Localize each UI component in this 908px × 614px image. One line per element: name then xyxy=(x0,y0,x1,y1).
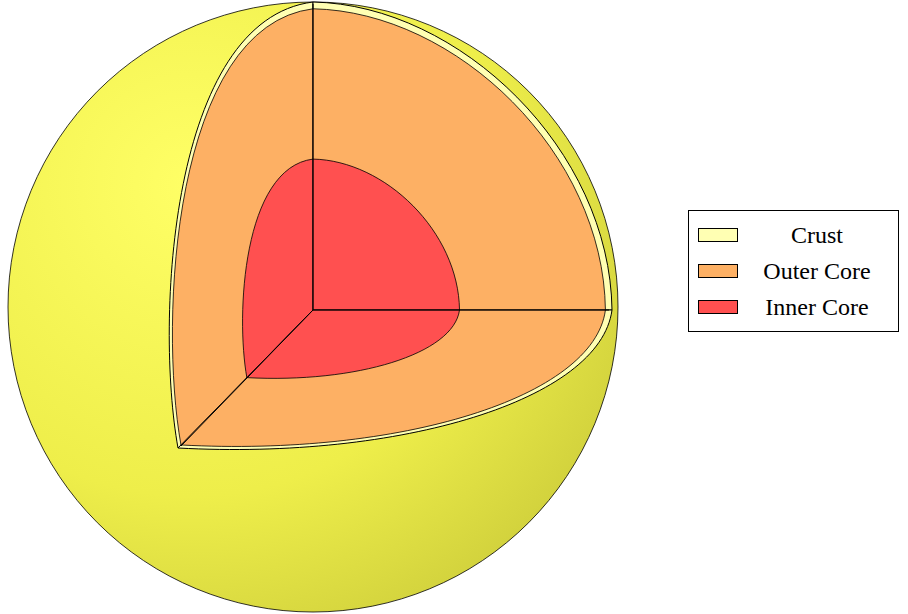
legend-label: Inner Core xyxy=(738,294,892,321)
legend-entry: Crust xyxy=(698,217,892,253)
crust-face xyxy=(313,2,612,310)
inner-core-layer xyxy=(243,159,460,378)
inner-core-face xyxy=(313,159,460,310)
outer-core-layer xyxy=(172,9,605,447)
crust-layer xyxy=(169,2,612,450)
cut-edge xyxy=(313,4,314,310)
outer-core-face xyxy=(313,9,605,310)
legend-swatch xyxy=(698,264,738,278)
legend-label: Outer Core xyxy=(738,258,892,285)
legend-label: Crust xyxy=(738,222,892,249)
inner-core-face xyxy=(247,310,460,378)
legend-box: CrustOuter CoreInner Core xyxy=(688,210,899,332)
legend-entry: Inner Core xyxy=(698,289,892,325)
legend-swatch xyxy=(698,300,738,314)
legend-swatch xyxy=(698,228,738,242)
legend-entry: Outer Core xyxy=(698,253,892,289)
cut-edges xyxy=(181,4,609,446)
sphere-surface xyxy=(8,2,618,612)
cut-edge xyxy=(181,310,313,446)
cut-edge xyxy=(313,310,609,311)
